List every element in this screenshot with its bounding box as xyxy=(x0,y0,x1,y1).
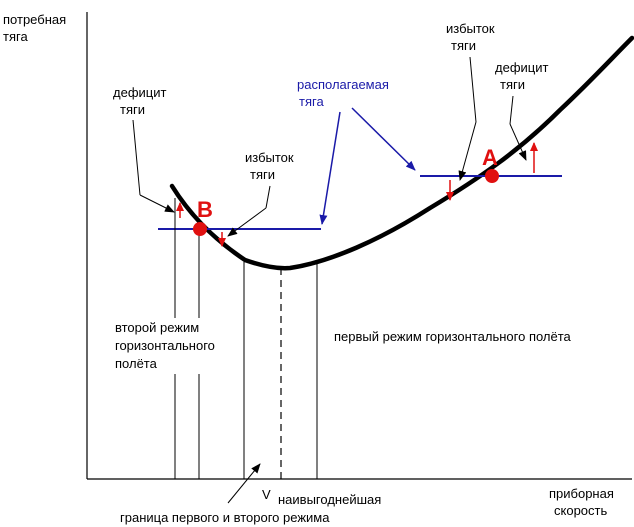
available-thrust-label-line2: тяга xyxy=(299,94,324,109)
excess-right-leader-2 xyxy=(458,121,477,181)
regime2-label-line1: второй режим xyxy=(115,320,199,335)
regime2-label-bg xyxy=(112,318,240,374)
y-axis-label-line2: тяга xyxy=(3,29,28,44)
deficit-left-label-line1: дефицит xyxy=(113,85,166,100)
deficit-right-label-line1: дефицит xyxy=(495,60,548,75)
excess-left-label-line2: тяги xyxy=(250,167,275,182)
point-a-marker xyxy=(485,169,499,183)
deficit-right-leader-2 xyxy=(509,123,527,161)
v-symbol: V xyxy=(262,487,271,502)
regime2-label-line2: горизонтального xyxy=(115,338,215,353)
deficit-left-leader xyxy=(132,119,141,196)
deficit-right-leader xyxy=(509,95,514,125)
regime1-label: первый режим горизонтального полёта xyxy=(334,329,572,344)
required-thrust-curve xyxy=(169,35,634,271)
available-thrust-label-line1: располагаемая xyxy=(297,77,389,92)
point-b-label: B xyxy=(197,197,213,222)
boundary-arrow xyxy=(227,463,261,504)
excess-left-label-line1: избыток xyxy=(245,150,294,165)
boundary-label: граница первого и второго режима xyxy=(120,510,330,525)
excess-right-leader xyxy=(469,56,477,123)
deficit-left-label-line2: тяги xyxy=(120,102,145,117)
regime2-label-line3: полёта xyxy=(115,356,158,371)
x-axis-label-line1: приборная xyxy=(549,486,614,501)
point-a-label: A xyxy=(482,145,498,170)
y-axis-label-line1: потребная xyxy=(3,12,66,27)
available-arrow-left xyxy=(319,111,341,225)
deficit-left-leader-2 xyxy=(139,194,175,213)
excess-right-label-line1: избыток xyxy=(446,21,495,36)
excess-right-label-line2: тяги xyxy=(451,38,476,53)
point-b-marker xyxy=(193,222,207,236)
excess-left-leader xyxy=(265,185,271,209)
available-arrow-right xyxy=(351,107,416,171)
v-subscript: наивыгоднейшая xyxy=(278,492,381,507)
x-axis-label-line2: скорость xyxy=(554,503,607,518)
excess-left-leader-2 xyxy=(227,207,267,237)
deficit-right-label-line2: тяги xyxy=(500,77,525,92)
